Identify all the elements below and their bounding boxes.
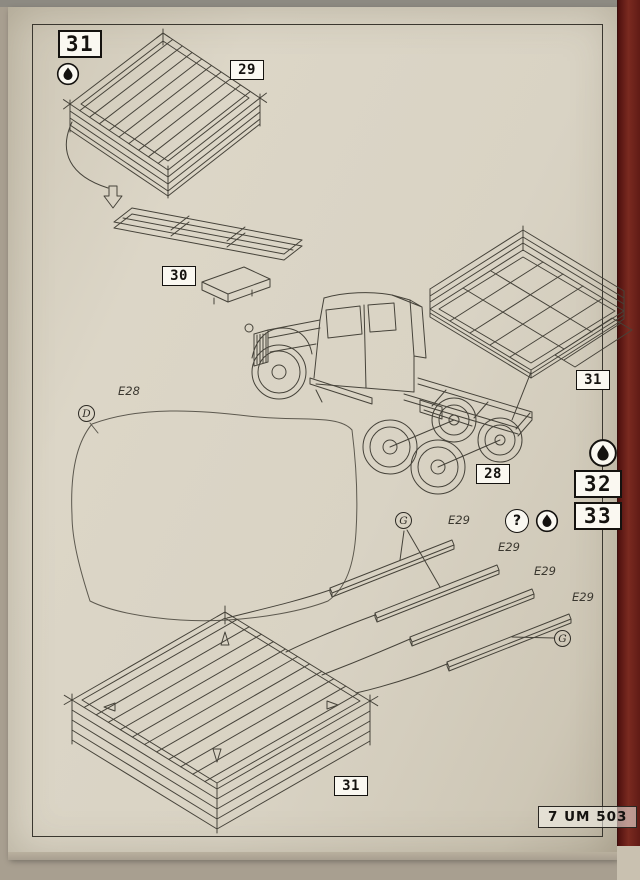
callout-letter-g-right: G (554, 630, 571, 647)
top-cargo-bed-drawing (62, 28, 268, 199)
question-icon: ? (505, 509, 529, 533)
step-number-33: 33 (574, 502, 622, 530)
scan-top-edge (0, 0, 640, 7)
connector-top (65, 121, 109, 189)
tarp-outline-drawing (71, 410, 358, 622)
paint-drop-icon (588, 438, 618, 468)
connector-planks (226, 589, 448, 694)
paint-drop-icon (535, 509, 559, 533)
part-id-e28: E28 (118, 384, 140, 398)
paper-bottom-edge (8, 852, 617, 860)
paint-drop-icon (56, 62, 80, 86)
paper-sheet (8, 7, 617, 858)
assembly-arrow (103, 185, 123, 209)
part-box-31-bottom: 31 (334, 776, 368, 796)
booklet-red-spine (617, 0, 640, 846)
part-box-29: 29 (230, 60, 264, 80)
part-id-e29: E29 (448, 513, 470, 527)
part-box-28: 28 (476, 464, 510, 484)
part-id-e29: E29 (498, 540, 520, 554)
truck-chassis-drawing (244, 292, 533, 495)
small-tray-drawing (201, 266, 271, 305)
subframe-drawing (113, 207, 303, 261)
printed-border-frame (32, 24, 603, 837)
part-box-30: 30 (162, 266, 196, 286)
callout-letter-g-left: G (395, 512, 412, 529)
callout-letter-d: D (78, 405, 95, 422)
part-id-e29: E29 (572, 590, 594, 604)
step-number-32: 32 (574, 470, 622, 498)
part-id-e29: E29 (534, 564, 556, 578)
step-number-31: 31 (58, 30, 102, 58)
right-cargo-bed-drawing (429, 225, 633, 421)
bottom-cargo-bed-drawing (63, 605, 379, 834)
scan-corner (617, 846, 640, 880)
part-box-31-right: 31 (576, 370, 610, 390)
kit-code-box: 7 UM 503 (538, 806, 638, 828)
planks-drawing (329, 529, 572, 672)
